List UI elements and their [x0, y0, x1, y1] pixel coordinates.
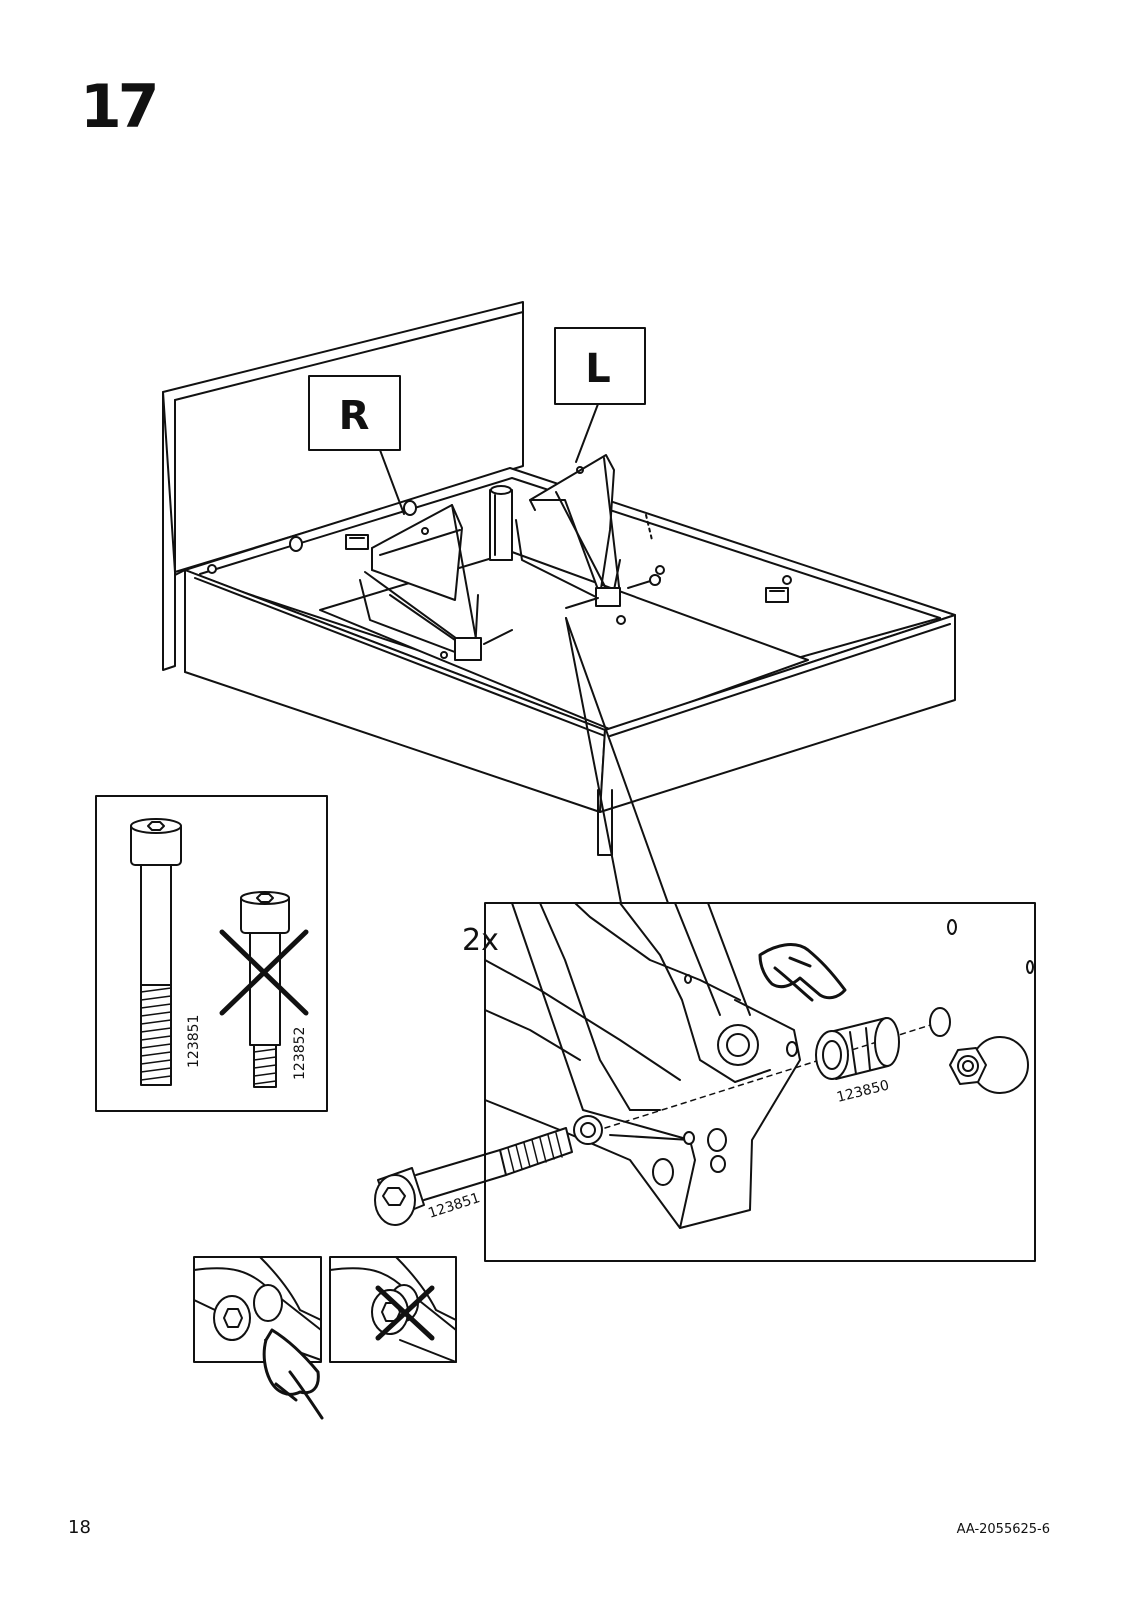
callout-label-r: R: [339, 393, 370, 439]
callout-left: L: [555, 328, 645, 462]
detail-bolt-part-number: 123851: [426, 1190, 482, 1222]
wrong-bolt-part-number: 123852: [292, 1027, 308, 1080]
bolt-comparison-panel: 123851 123852: [96, 796, 327, 1111]
quantity-label: 2x: [462, 923, 499, 958]
correct-fit-panel: [194, 1257, 322, 1418]
wrong-fit-panel: [330, 1257, 456, 1362]
document-code: AA-2055625-6: [957, 1522, 1050, 1537]
page-number: 18: [68, 1517, 91, 1538]
callout-label-l: L: [585, 346, 611, 392]
correct-bolt-part-number: 123851: [186, 1015, 202, 1068]
washer-icon: [930, 1008, 950, 1036]
detail-view-panel: 123850: [375, 903, 1035, 1261]
